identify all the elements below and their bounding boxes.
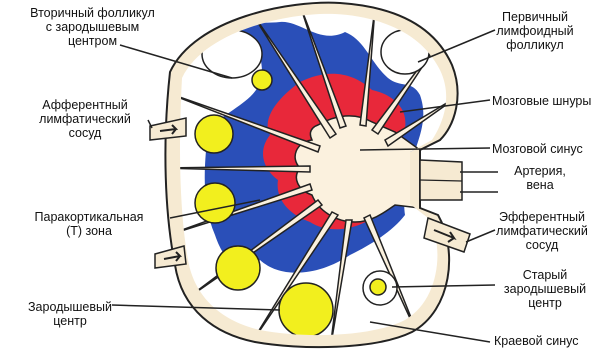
label-marginal-sinus: Краевой синус bbox=[494, 334, 579, 348]
old-germinal-center-inner bbox=[370, 279, 386, 295]
follicle-germinal-center-2 bbox=[195, 183, 235, 223]
label-paracortical-zone: Паракортикальная (Т) зона bbox=[4, 210, 174, 238]
label-primary-follicle: Первичный лимфоидный фолликул bbox=[470, 10, 600, 52]
follicle-germinal-center-1 bbox=[195, 115, 233, 153]
label-afferent-vessel: Афферентный лимфатический сосуд bbox=[10, 98, 160, 140]
label-old-germinal-center: Старый зародышевый центр bbox=[486, 268, 604, 310]
label-artery-vein: Артерия, вена bbox=[500, 164, 580, 192]
label-medullary-sinus: Мозговой синус bbox=[492, 142, 583, 156]
label-efferent-vessel: Эфферентный лимфатический сосуд bbox=[480, 210, 604, 252]
germinal-center-large bbox=[279, 283, 333, 337]
label-germinal-center: Зародышевый центр bbox=[20, 300, 120, 328]
follicle-germinal-center-3 bbox=[216, 246, 260, 290]
label-medullary-cords: Мозговые шнуры bbox=[492, 94, 591, 108]
germinal-center-small bbox=[252, 70, 272, 90]
label-secondary-follicle: Вторичный фолликул с зародышевым центром bbox=[10, 6, 175, 48]
